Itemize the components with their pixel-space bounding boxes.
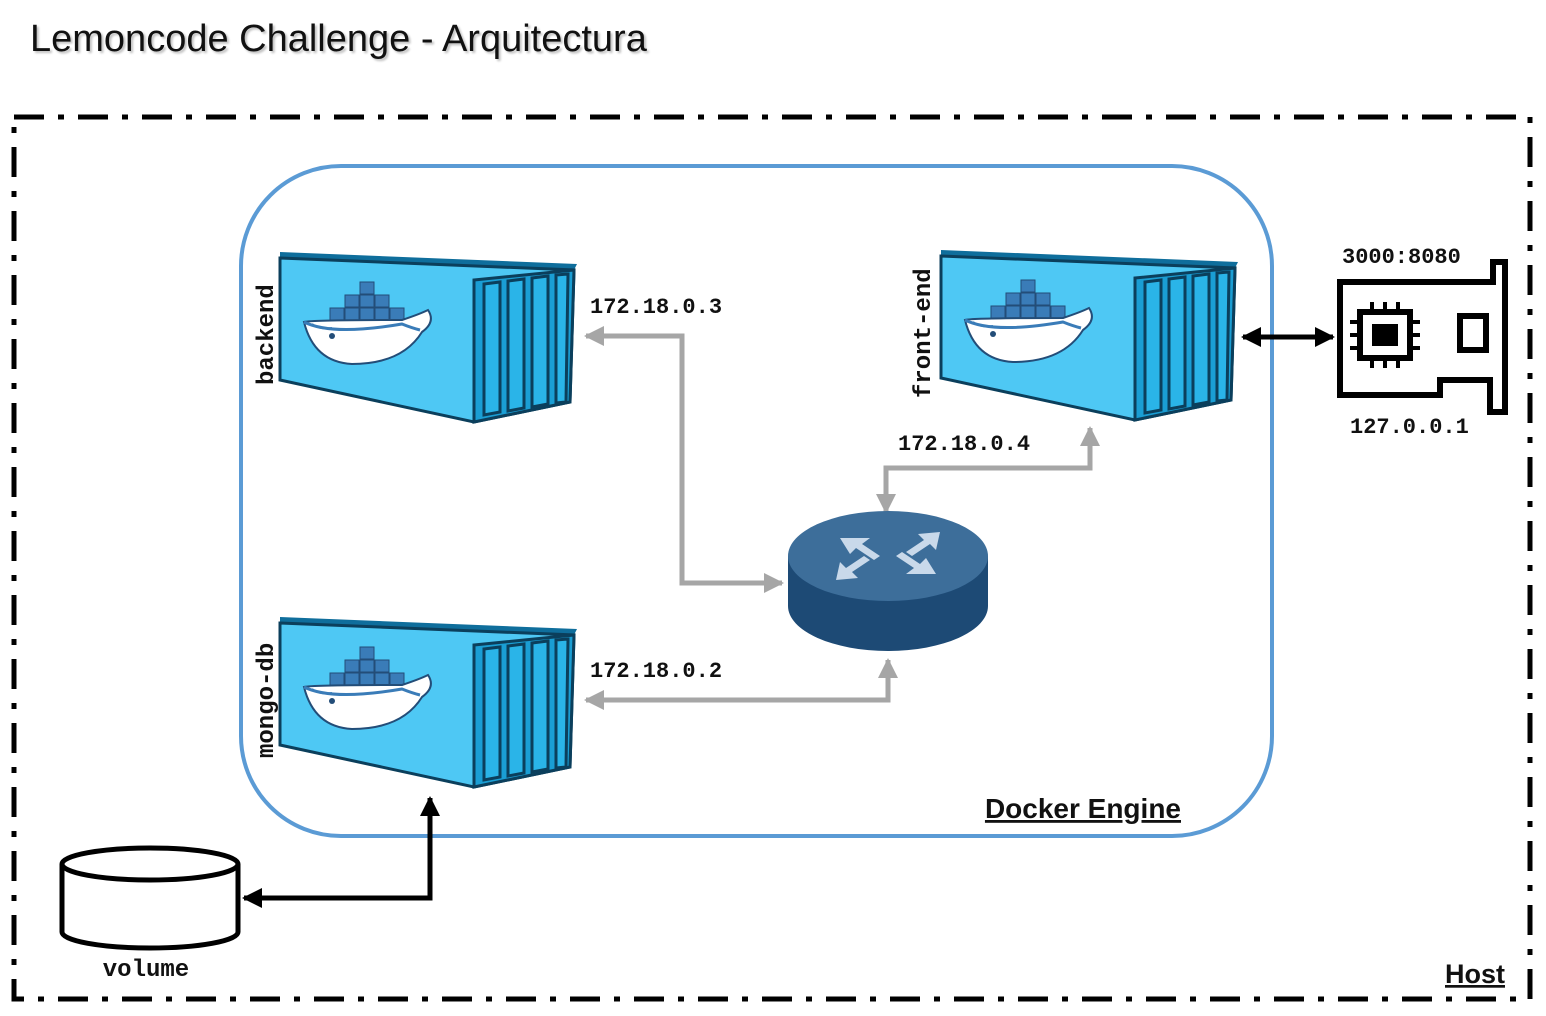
docker-engine-boundary	[239, 164, 1274, 838]
front-end-container-icon	[939, 248, 1240, 422]
port-mapping-label: 3000:8080	[1342, 245, 1461, 270]
router-icon	[788, 511, 988, 651]
network-card-icon	[1337, 259, 1508, 415]
volume-label: volume	[103, 957, 189, 984]
docker-engine-label: Docker Engine	[985, 793, 1181, 824]
backend-ip-label: 172.18.0.3	[590, 295, 722, 320]
front-end-name-label: front-end	[911, 268, 938, 398]
volume-mongo-link	[242, 796, 440, 908]
host-boundary	[11, 114, 1533, 1002]
mongo-db-container-icon	[278, 615, 579, 789]
backend-name-label: backend	[254, 284, 281, 385]
frontend-router-link	[876, 426, 1100, 514]
host-ip-label: 127.0.0.1	[1350, 415, 1469, 440]
backend-router-link	[584, 326, 784, 593]
mongo-router-link	[584, 658, 898, 710]
front-end-ip-label: 172.18.0.4	[898, 432, 1030, 457]
mongo-db-ip-label: 172.18.0.2	[590, 659, 722, 684]
host-label: Host	[1445, 959, 1505, 989]
backend-container-icon	[278, 250, 579, 424]
volume-icon	[59, 845, 241, 951]
mongo-db-name-label: mongo-db	[254, 643, 281, 758]
page-title: Lemoncode Challenge - Arquitectura	[30, 18, 647, 60]
